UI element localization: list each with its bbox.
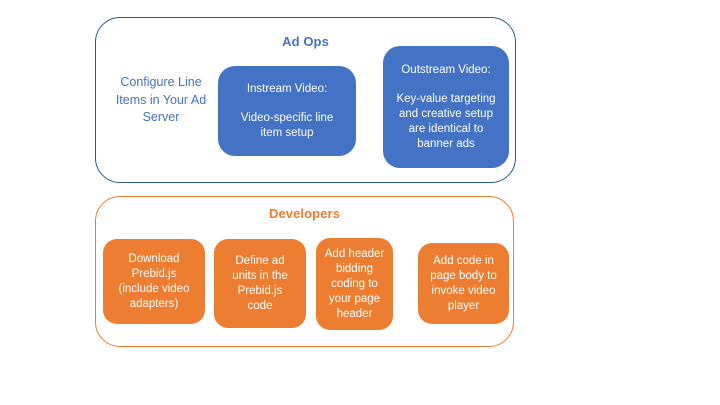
developers-container: Developers Download Prebid.js (include v… [95, 196, 514, 347]
instream-video-body: Video-specific line item setup [240, 111, 334, 139]
step-add-header-bidding: Add header bidding coding to your page h… [316, 238, 393, 330]
instream-video-box: Instream Video: Video-specific line item… [218, 66, 356, 156]
step-define-ad-units: Define ad units in the Prebid.js code [214, 239, 306, 328]
developers-title: Developers [268, 206, 341, 221]
ad-ops-title: Ad Ops [282, 34, 329, 49]
configure-line-items-note: Configure Line Items in Your Ad Server [115, 75, 207, 124]
outstream-video-box: Outstream Video: Key-value targeting and… [383, 46, 509, 168]
step-download-prebid: Download Prebid.js (include video adapte… [103, 239, 205, 324]
ad-ops-container: Ad Ops Configure Line Items in Your Ad S… [95, 17, 516, 183]
outstream-video-heading: Outstream Video: [401, 63, 491, 76]
instream-video-heading: Instream Video: [246, 82, 328, 95]
outstream-video-body: Key-value targeting and creative setup a… [396, 92, 496, 150]
step-add-page-body-code: Add code in page body to invoke video pl… [418, 243, 509, 324]
